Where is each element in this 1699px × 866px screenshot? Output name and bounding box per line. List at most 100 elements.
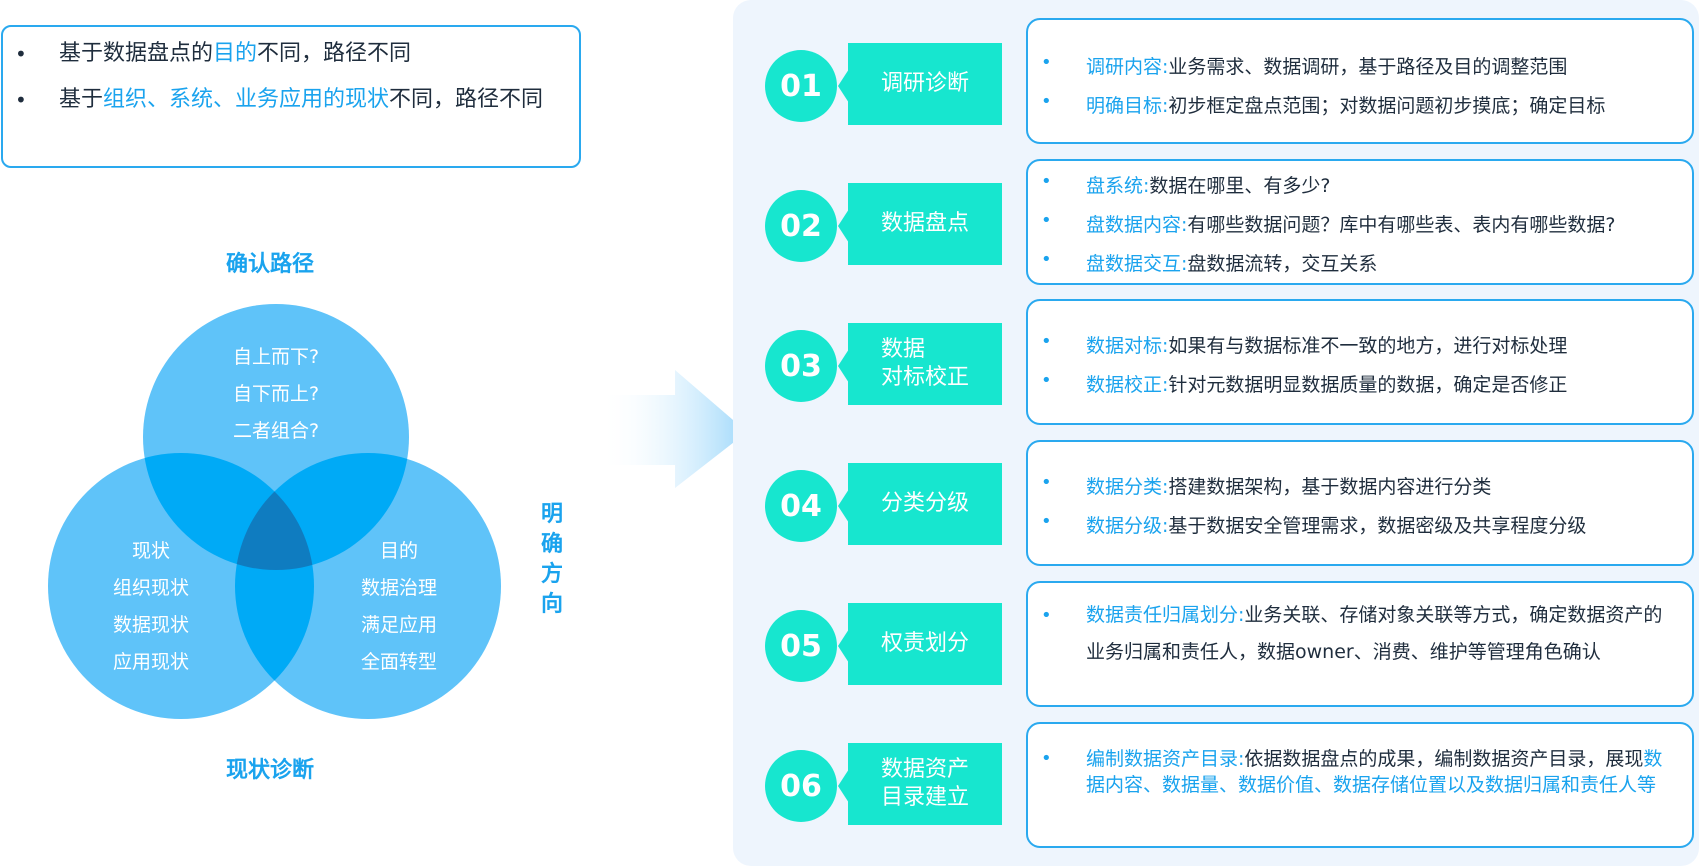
venn-overlap-top-right	[235, 453, 409, 570]
item-key: 数据分级:	[1086, 515, 1169, 537]
step-item: • 明确目标:初步框定盘点范围；对数据问题初步摸底；确定目标	[1028, 91, 1678, 118]
step-item: • 数据责任归属划分:业务关联、存储对象关联等方式，确定数据资产的业务归属和责任人…	[1028, 597, 1678, 671]
step-content-04: • 数据分类:搭建数据架构，基于数据内容进行分类 • 数据分级:基于数据安全管理需求…	[1026, 440, 1694, 566]
venn-text-line: 满足应用	[360, 614, 437, 636]
note-text: 不同，路径不同	[257, 41, 412, 66]
item-text: 搭建数据架构，基于数据内容进行分类	[1168, 476, 1492, 498]
item-key: 盘数据内容:	[1086, 214, 1188, 236]
venn-side-label: 明 确 方 向	[540, 500, 564, 620]
venn-text-line: 目的	[379, 540, 418, 562]
item-key: 数据分类:	[1086, 476, 1169, 498]
step-content-01: • 调研内容:业务需求、数据调研，基于路径及目的调整范围 • 明确目标:初步框定盘点…	[1026, 18, 1694, 144]
venn-text-line: 二者组合?	[232, 420, 320, 442]
step-title-line: 目录建立	[880, 785, 969, 810]
bullet-icon: •	[1041, 605, 1052, 626]
bullet-icon: •	[1041, 370, 1052, 391]
step-number-03: 03	[765, 330, 837, 402]
venn-text-line: 数据现状	[112, 614, 189, 636]
step-title-line: 分类分级	[880, 491, 969, 516]
step-pointer	[838, 489, 849, 523]
step-pointer	[838, 769, 849, 803]
step-number-05: 05	[765, 610, 837, 682]
step-title-03: 数据对标校正	[848, 323, 1002, 405]
step-content-02: • 盘系统:数据在哪里、有多少? • 盘数据内容:有哪些数据问题？库中有哪些表、表内…	[1026, 159, 1694, 285]
step-title-line: 数据盘点	[880, 211, 969, 236]
venn-text-line: 全面转型	[360, 651, 437, 673]
step-pointer	[838, 69, 849, 103]
step-number-04: 04	[765, 470, 837, 542]
bullet-icon: •	[1041, 331, 1052, 352]
step-number-06: 06	[765, 750, 837, 822]
venn-text-line: 应用现状	[112, 651, 189, 673]
note-text: 基于数据盘点的	[59, 41, 214, 66]
bullet-icon: •	[1041, 171, 1052, 192]
item-highlight: 数据内容、数据量、数据价值、数据存储位置以及数据归属和责任人等	[1086, 748, 1663, 796]
step-item: •编制数据资产目录:依据数据盘点的成果，编制数据资产目录，展现数据内容、数据量、…	[1028, 746, 1678, 798]
venn-overlap-top-left	[143, 453, 314, 570]
note-line-1: • 基于数据盘点的目的不同，路径不同	[3, 39, 569, 69]
step-title-line: 数据	[880, 337, 925, 362]
step-item: •数据对标:如果有与数据标准不一致的地方，进行对标处理	[1028, 331, 1678, 358]
item-text: 针对元数据明显数据质量的数据，确定是否修正	[1168, 374, 1568, 396]
process-panel	[733, 0, 1699, 866]
step-title-line: 数据资产	[880, 757, 969, 782]
step-item: •盘数据交互:盘数据流转，交互关系	[1028, 249, 1678, 276]
venn-side-char: 方	[540, 562, 563, 587]
venn-side-char: 明	[540, 502, 563, 527]
item-key: 盘系统:	[1086, 175, 1150, 197]
venn-text-line: 组织现状	[112, 577, 189, 599]
step-number-02: 02	[765, 190, 837, 262]
item-key: 明确目标:	[1086, 95, 1169, 117]
note-text: 基于	[59, 87, 104, 112]
note-box: • 基于数据盘点的目的不同，路径不同 • 基于组织、系统、业务应用的现状不同，路…	[1, 25, 581, 168]
venn-bottom-label: 现状诊断	[226, 758, 315, 783]
step-title-line: 对标校正	[880, 365, 969, 390]
venn-right-text: 目的 数据治理 满足应用 全面转型	[324, 533, 474, 681]
step-pointer	[838, 349, 849, 383]
venn-side-char: 向	[540, 592, 563, 617]
step-number-01: 01	[765, 50, 837, 122]
step-title-01: 调研诊断	[848, 43, 1002, 125]
step-item: • 数据分级:基于数据安全管理需求，数据密级及共享程度分级	[1028, 511, 1678, 538]
venn-side-char: 确	[540, 532, 563, 557]
bullet-icon: •	[1041, 472, 1052, 493]
item-key: 数据对标:	[1086, 335, 1169, 357]
bullet-icon: •	[15, 42, 27, 66]
step-content-05: • 数据责任归属划分:业务关联、存储对象关联等方式，确定数据资产的业务归属和责任人…	[1026, 581, 1694, 707]
note-text: 不同，路径不同	[389, 87, 544, 112]
item-key: 盘数据交互:	[1086, 253, 1188, 275]
item-key: 数据校正:	[1086, 374, 1169, 396]
item-key: 数据责任归属划分:	[1086, 604, 1245, 626]
step-item: • 数据分类:搭建数据架构，基于数据内容进行分类	[1028, 472, 1678, 499]
bullet-icon: •	[1041, 511, 1052, 532]
step-item: • 盘数据内容:有哪些数据问题？库中有哪些表、表内有哪些数据?	[1028, 210, 1678, 237]
item-key: 调研内容:	[1086, 56, 1169, 78]
bullet-icon: •	[1041, 748, 1052, 769]
note-line-2: • 基于组织、系统、业务应用的现状不同，路径不同	[3, 85, 569, 115]
step-item: • 调研内容:业务需求、数据调研，基于路径及目的调整范围	[1028, 52, 1678, 79]
venn-text-line: 现状	[131, 540, 170, 562]
note-highlight: 组织、系统、业务应用的现状	[103, 87, 390, 112]
step-title-06: 数据资产目录建立	[848, 743, 1002, 825]
item-text: 基于数据安全管理需求，数据密级及共享程度分级	[1168, 515, 1587, 537]
item-text: 初步框定盘点范围；对数据问题初步摸底；确定目标	[1168, 95, 1606, 117]
item-text: 有哪些数据问题？库中有哪些表、表内有哪些数据?	[1187, 214, 1616, 236]
bullet-icon: •	[1041, 52, 1052, 73]
bullet-icon: •	[1041, 210, 1052, 231]
venn-top-label: 确认路径	[226, 252, 315, 277]
item-text: 盘数据流转，交互关系	[1187, 253, 1378, 275]
venn-text-line: 数据治理	[360, 577, 437, 599]
item-text: 业务关联、存储对象关联等方式，确定数据资产的业务归属和责任人，数据owner、消…	[1086, 604, 1663, 663]
step-item: • 数据校正:针对元数据明显数据质量的数据，确定是否修正	[1028, 370, 1678, 397]
item-text: 数据在哪里、有多少?	[1149, 175, 1331, 197]
venn-diagram	[48, 304, 501, 719]
venn-text-line: 自上而下?	[232, 346, 320, 368]
item-text: 业务需求、数据调研，基于路径及目的调整范围	[1168, 56, 1568, 78]
item-text: 依据数据盘点的成果，编制数据资产目录，展现	[1244, 748, 1644, 770]
arrow-right-icon	[600, 370, 747, 488]
step-title-line: 调研诊断	[880, 71, 969, 96]
step-pointer	[838, 629, 849, 663]
step-title-line: 权责划分	[880, 631, 969, 656]
step-pointer	[838, 209, 849, 243]
bullet-icon: •	[1041, 91, 1052, 112]
